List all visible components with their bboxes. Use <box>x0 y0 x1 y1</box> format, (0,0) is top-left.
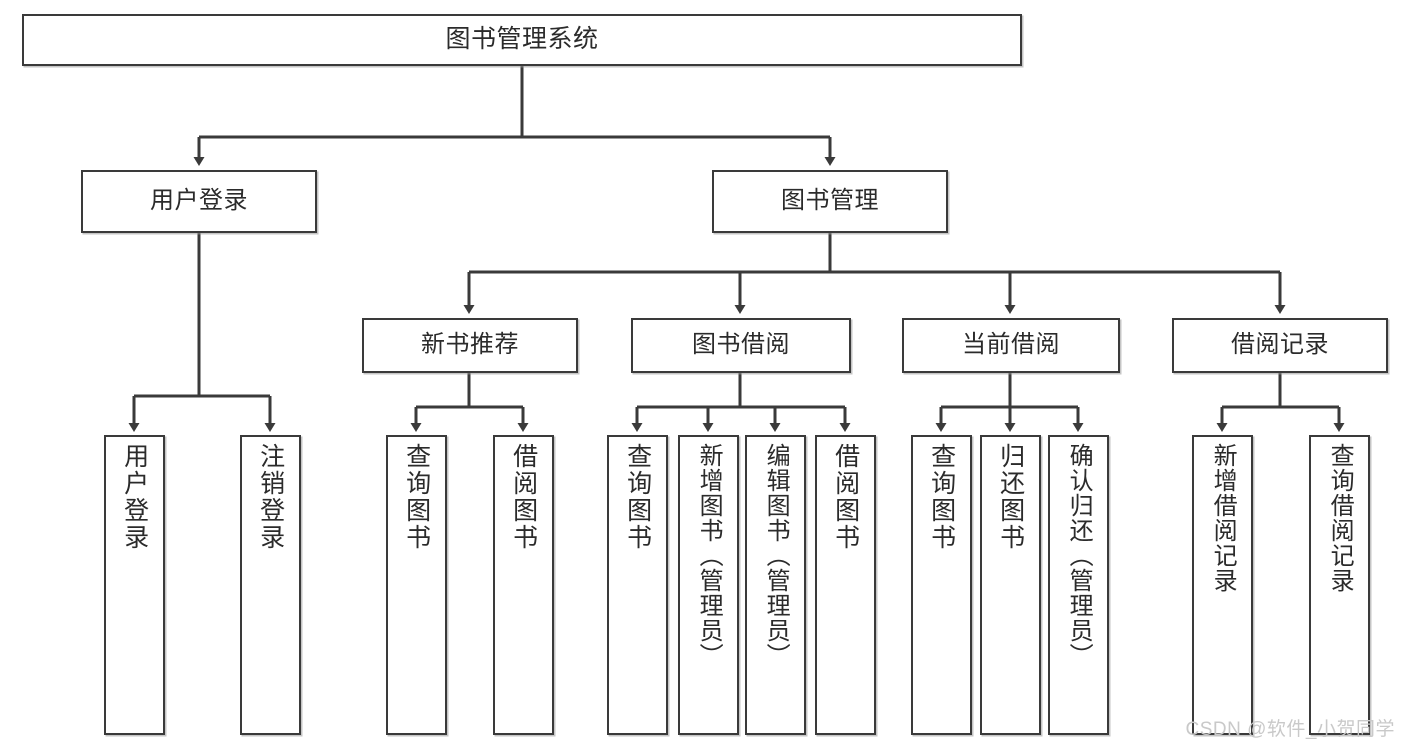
leaf-query-book-1[interactable]: 查询图书 <box>386 435 447 735</box>
node-label: 图书借阅 <box>692 331 790 359</box>
leaf-user-login[interactable]: 用户登录 <box>104 435 165 735</box>
leaf-query-book-3[interactable]: 查询图书 <box>911 435 972 735</box>
watermark-csdn: CSDN @软件_小贺同学 <box>1185 719 1395 740</box>
node-label: 借阅图书 <box>831 443 860 551</box>
node-label: 查询借阅记录 <box>1326 443 1354 593</box>
leaf-edit-book[interactable]: 编辑图书（管理员） <box>745 435 806 735</box>
node-label: 新增图书（管理员） <box>695 443 723 668</box>
node-label: 注销登录 <box>256 443 285 551</box>
leaf-query-book-2[interactable]: 查询图书 <box>607 435 668 735</box>
node-label: 图书管理 <box>781 187 879 215</box>
leaf-add-record[interactable]: 新增借阅记录 <box>1192 435 1253 735</box>
leaf-logout[interactable]: 注销登录 <box>240 435 301 735</box>
node-label: 借阅记录 <box>1231 331 1329 359</box>
leaf-return-book[interactable]: 归还图书 <box>980 435 1041 735</box>
node-book-management[interactable]: 图书管理 <box>712 170 948 233</box>
node-label: 确认归还（管理员） <box>1065 443 1093 668</box>
node-label: 查询图书 <box>927 443 956 551</box>
node-book-borrow[interactable]: 图书借阅 <box>631 318 851 373</box>
leaf-query-record[interactable]: 查询借阅记录 <box>1309 435 1370 735</box>
node-label: 新增借阅记录 <box>1209 443 1237 593</box>
node-new-book-recommend[interactable]: 新书推荐 <box>362 318 578 373</box>
node-label: 图书管理系统 <box>445 25 599 54</box>
node-borrow-record[interactable]: 借阅记录 <box>1172 318 1388 373</box>
node-root-system[interactable]: 图书管理系统 <box>22 14 1022 66</box>
node-current-borrow[interactable]: 当前借阅 <box>902 318 1120 373</box>
node-label: 查询图书 <box>402 443 431 551</box>
node-label: 当前借阅 <box>962 331 1060 359</box>
node-label: 编辑图书（管理员） <box>762 443 790 668</box>
node-label: 用户登录 <box>120 443 149 551</box>
leaf-borrow-book-1[interactable]: 借阅图书 <box>493 435 554 735</box>
node-label: 归还图书 <box>996 443 1025 551</box>
leaf-borrow-book-2[interactable]: 借阅图书 <box>815 435 876 735</box>
node-label: 查询图书 <box>623 443 652 551</box>
leaf-add-book[interactable]: 新增图书（管理员） <box>678 435 739 735</box>
node-label: 借阅图书 <box>509 443 538 551</box>
node-label: 用户登录 <box>150 187 248 215</box>
leaf-confirm-return[interactable]: 确认归还（管理员） <box>1048 435 1109 735</box>
node-user-login[interactable]: 用户登录 <box>81 170 317 233</box>
node-label: 新书推荐 <box>421 331 519 359</box>
